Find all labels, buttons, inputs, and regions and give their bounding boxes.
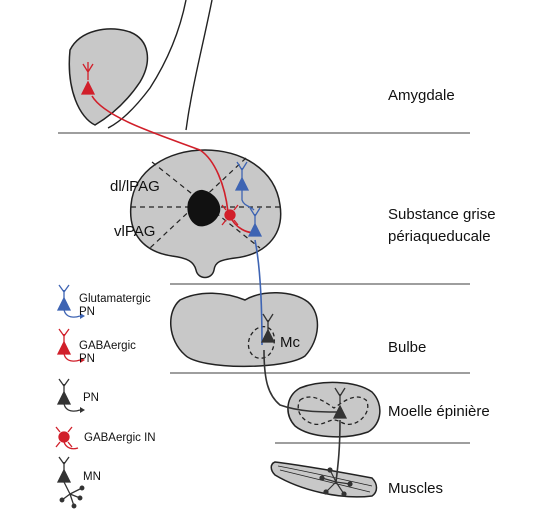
medulla-neuron-icon xyxy=(260,313,276,343)
legend-glutamatergic-label-1: Glutamatergic xyxy=(79,293,151,305)
legend-mn-label: MN xyxy=(83,471,101,483)
amygdala-gabaergic-neuron-icon xyxy=(80,62,96,95)
spinal-cord-region xyxy=(287,381,381,438)
legend-gabaergic-label-1: GABAergic xyxy=(79,340,136,352)
axon-amygdala-to-pag xyxy=(91,95,229,213)
section-dividers xyxy=(58,132,470,444)
axon-pag-to-medulla xyxy=(254,239,263,346)
axon-spinal-to-muscle xyxy=(335,419,341,483)
legend-gabaergic-in-label: GABAergic IN xyxy=(84,432,156,444)
pag-vl-label: vlPAG xyxy=(114,223,155,240)
legend-gabaergic-in-icon xyxy=(55,426,79,450)
legend-gabaergic-label-2: PN xyxy=(79,353,95,365)
pag-glutamatergic-neuron-lower-icon xyxy=(247,207,263,237)
legend-gabaergic-pn-icon xyxy=(56,328,85,363)
label-spinal-cord: Moelle épinière xyxy=(388,403,490,420)
motor-endplate-icon xyxy=(319,467,353,497)
label-medulla: Bulbe xyxy=(388,339,426,356)
label-pag-line2: périaqueducale xyxy=(388,228,491,245)
pag-gabaergic-interneuron-icon xyxy=(221,204,239,226)
legend-mn-icon xyxy=(56,456,85,509)
axon-medulla-to-spinal xyxy=(263,349,339,413)
medulla-nucleus-outline xyxy=(247,325,275,359)
medulla-region: Mc xyxy=(169,292,319,368)
label-pag-line1: Substance grise xyxy=(388,206,496,223)
legend-pn-icon xyxy=(56,378,85,413)
aqueduct xyxy=(187,189,221,227)
pag-dl-label: dl/lPAG xyxy=(110,178,160,195)
pag-glutamatergic-neuron-upper-icon xyxy=(234,161,255,211)
legend-glutamatergic-label-2: PN xyxy=(79,306,95,318)
pag-region: dl/lPAG vlPAG xyxy=(110,149,282,279)
legend-pn-label: PN xyxy=(83,392,99,404)
legend-glutamatergic-pn-icon xyxy=(56,284,85,319)
label-amygdala: Amygdale xyxy=(388,87,455,104)
label-muscles: Muscles xyxy=(388,480,443,497)
spinal-gray-matter xyxy=(297,396,369,426)
amygdala-shape xyxy=(68,28,149,126)
medulla-shape xyxy=(169,292,319,368)
spinal-motor-neuron-icon xyxy=(332,387,348,419)
legend: Glutamatergic PN GABAergic PN PN GABAerg… xyxy=(55,284,156,509)
medulla-nucleus-label: Mc xyxy=(280,334,300,351)
